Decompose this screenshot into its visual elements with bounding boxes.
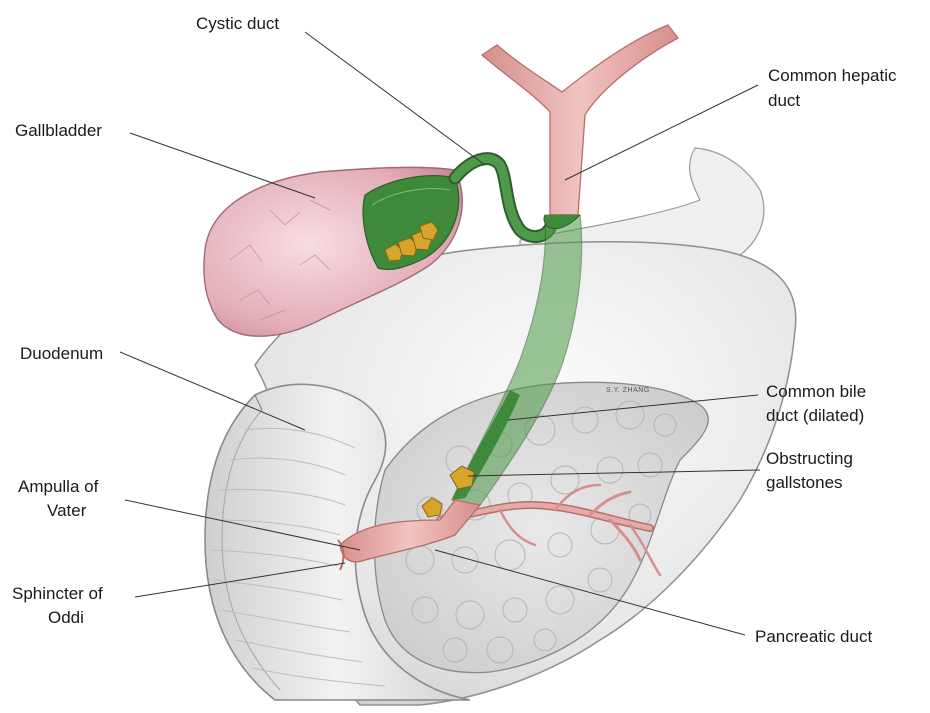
label-common-bile-duct-line1: Common bile (766, 381, 866, 403)
label-duodenum: Duodenum (20, 343, 103, 365)
label-obstructing-gallstones-line1: Obstructing (766, 448, 853, 470)
label-pancreatic-duct: Pancreatic duct (755, 626, 872, 648)
artist-signature: S.Y. ZHANG (606, 387, 650, 394)
label-ampulla-line2: Vater (47, 500, 86, 522)
label-common-hepatic-duct-line2: duct (768, 90, 800, 112)
label-sphincter-line2: Oddi (48, 607, 84, 629)
label-common-hepatic-duct-line1: Common hepatic (768, 65, 897, 87)
label-sphincter-line1: Sphincter of (12, 583, 103, 605)
label-ampulla-line1: Ampulla of (18, 476, 98, 498)
label-common-bile-duct-line2: duct (dilated) (766, 405, 864, 427)
label-obstructing-gallstones-line2: gallstones (766, 472, 843, 494)
cystic-duct (455, 159, 550, 237)
label-cystic-duct: Cystic duct (196, 13, 279, 35)
label-gallbladder: Gallbladder (15, 120, 102, 142)
